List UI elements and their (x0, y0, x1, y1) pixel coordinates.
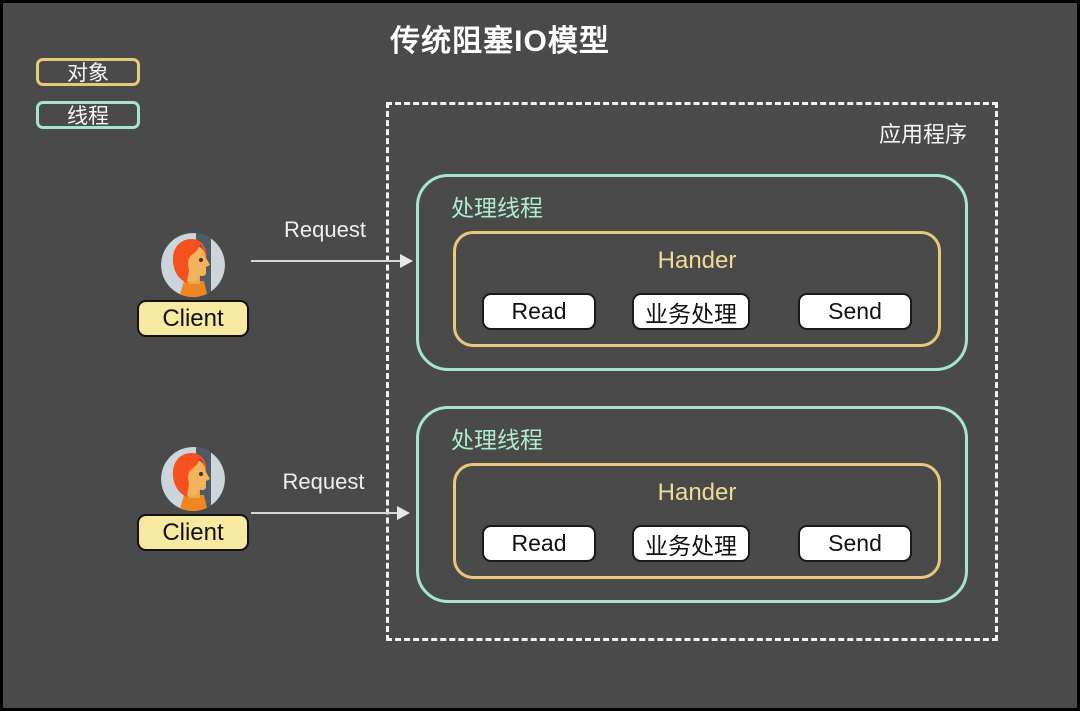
arrow-line (251, 260, 402, 262)
step-send: Send (798, 525, 912, 562)
thread-label: 处理线程 (451, 195, 543, 221)
client-avatar-icon (161, 447, 225, 511)
application-boundary-label: 应用程序 (878, 122, 967, 147)
client-label: Client (137, 514, 249, 551)
request-arrow-2: Request (251, 469, 410, 525)
legend-object-box: 对象 (36, 58, 140, 86)
step-read: Read (482, 525, 596, 562)
client-avatar-icon (161, 233, 225, 297)
thread-label: 处理线程 (451, 427, 543, 453)
request-arrow-1: Request (251, 217, 413, 273)
client-2: Client (137, 446, 251, 556)
request-label: Request (282, 469, 365, 494)
legend-thread-label: 线程 (67, 105, 109, 128)
handler-box-2: Hander Read 业务处理 Send (453, 463, 941, 579)
handler-label: Hander (657, 479, 737, 506)
arrow-head-icon (397, 506, 410, 520)
legend-thread-box: 线程 (36, 101, 140, 129)
diagram-title: 传统阻塞IO模型 (390, 25, 610, 58)
step-business-process: 业务处理 (632, 293, 750, 330)
legend-object-label: 对象 (67, 62, 109, 85)
client-1: Client (137, 232, 251, 342)
step-read: Read (482, 293, 596, 330)
thread-box-2: 处理线程 Hander Read 业务处理 Send (416, 406, 968, 603)
application-boundary-box: 应用程序 (386, 102, 998, 641)
thread-box-1: 处理线程 Hander Read 业务处理 Send (416, 174, 968, 371)
client-label: Client (137, 300, 249, 337)
handler-label: Hander (657, 247, 737, 274)
step-business-process: 业务处理 (632, 525, 750, 562)
request-label: Request (284, 217, 366, 242)
handler-box-1: Hander Read 业务处理 Send (453, 231, 941, 347)
arrow-head-icon (400, 254, 413, 268)
step-send: Send (798, 293, 912, 330)
arrow-line (251, 512, 399, 514)
